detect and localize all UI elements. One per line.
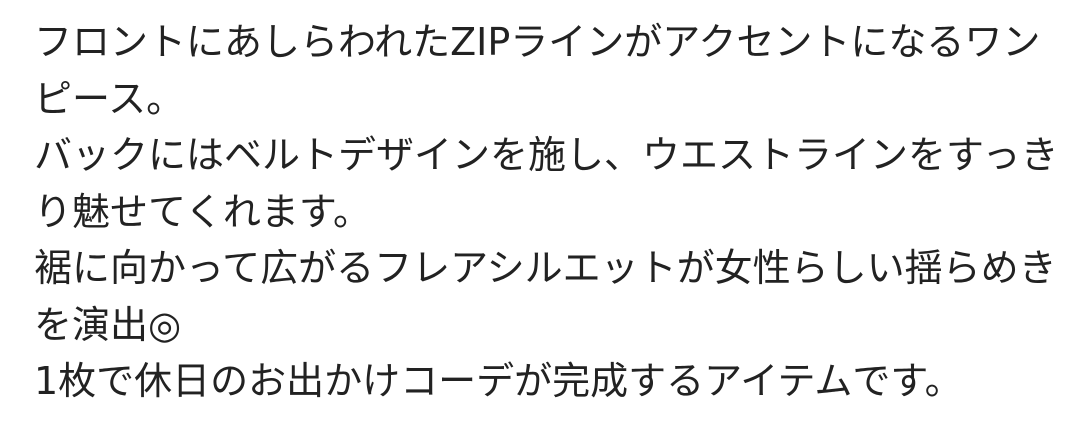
description-line: バックにはベルトデザインを施し、ウエストラインをすっき bbox=[34, 133, 1059, 177]
description-line: り魅せてくれます。 bbox=[34, 189, 372, 234]
description-line: ピース。 bbox=[34, 76, 185, 121]
description-line: 1枚で休日のお出かけコーデが完成するアイテムです。 bbox=[34, 359, 963, 403]
product-description: フロントにあしらわれたZIPラインがアクセントになるワン ピース。 バックにはベ… bbox=[34, 14, 1064, 410]
description-line: フロントにあしらわれたZIPラインがアクセントになるワン bbox=[34, 20, 1041, 64]
description-line: 裾に向かって広がるフレアシルエットが女性らしい揺らめき bbox=[34, 246, 1057, 290]
description-line: を演出◎ bbox=[34, 302, 182, 347]
